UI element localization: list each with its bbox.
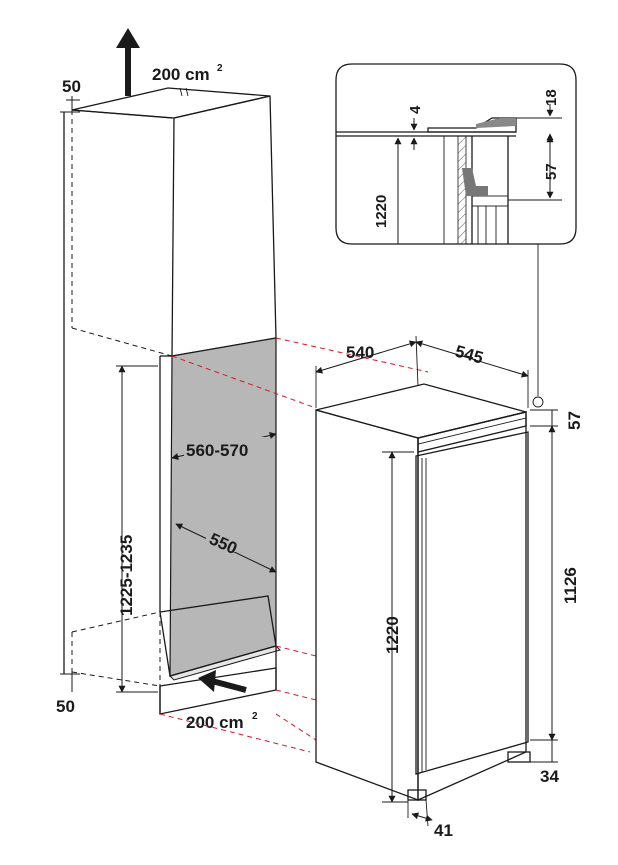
up-arrow-icon	[116, 28, 140, 48]
svg-text:540: 540	[346, 343, 374, 362]
bottom-ventilation: 200 cm 2	[186, 670, 258, 732]
dim-top-gap: 50	[62, 77, 81, 110]
svg-text:50: 50	[56, 697, 75, 716]
appliance	[315, 383, 531, 802]
arrow-in-icon	[198, 670, 216, 692]
svg-text:2: 2	[252, 711, 258, 722]
detail-dim-height: 1220	[373, 137, 402, 244]
svg-text:34: 34	[540, 767, 559, 786]
svg-text:1126: 1126	[561, 567, 580, 604]
detail-dim-gap-right: 18	[516, 89, 562, 146]
upper-cabinet	[71, 87, 277, 357]
svg-text:545: 545	[453, 342, 486, 368]
dim-top-offset: 57	[530, 409, 584, 430]
dim-niche-width: 560-570	[171, 432, 277, 460]
svg-text:560-570: 560-570	[186, 441, 248, 460]
detail-dim-gap-top: 4	[407, 105, 424, 150]
detail-anchor-icon	[532, 396, 544, 408]
svg-text:2: 2	[217, 63, 223, 74]
svg-text:4: 4	[407, 105, 424, 114]
dim-appliance-width: 545	[415, 340, 529, 408]
dim-plinth-depth: 41	[407, 799, 453, 840]
svg-text:50: 50	[62, 77, 81, 96]
dim-bottom-gap: 50	[56, 672, 75, 716]
svg-text:57: 57	[565, 411, 584, 430]
dim-door-height: 1126	[530, 425, 580, 741]
detail-dim-right-height: 57	[508, 135, 562, 201]
detail-callout: 4 1220 18 57	[335, 63, 577, 408]
bottom-vent-label: 200 cm	[186, 713, 244, 732]
dim-niche-height: 1225-1235	[116, 365, 158, 693]
cabinet	[60, 87, 281, 715]
dim-appliance-height: 1220	[382, 451, 414, 803]
dim-bottom-offset: 34	[530, 740, 559, 786]
niche	[159, 337, 281, 715]
top-vent-label: 200 cm	[152, 65, 210, 84]
top-ventilation: 200 cm 2	[116, 28, 223, 96]
svg-text:1225-1235: 1225-1235	[117, 535, 136, 616]
svg-text:18: 18	[543, 89, 560, 106]
svg-text:41: 41	[434, 821, 453, 840]
svg-text:57: 57	[543, 163, 560, 180]
svg-text:1220: 1220	[383, 616, 402, 654]
lower-cabinet-outline	[71, 611, 161, 687]
svg-text:1220: 1220	[373, 195, 390, 228]
dim-appliance-depth: 540	[315, 335, 419, 408]
